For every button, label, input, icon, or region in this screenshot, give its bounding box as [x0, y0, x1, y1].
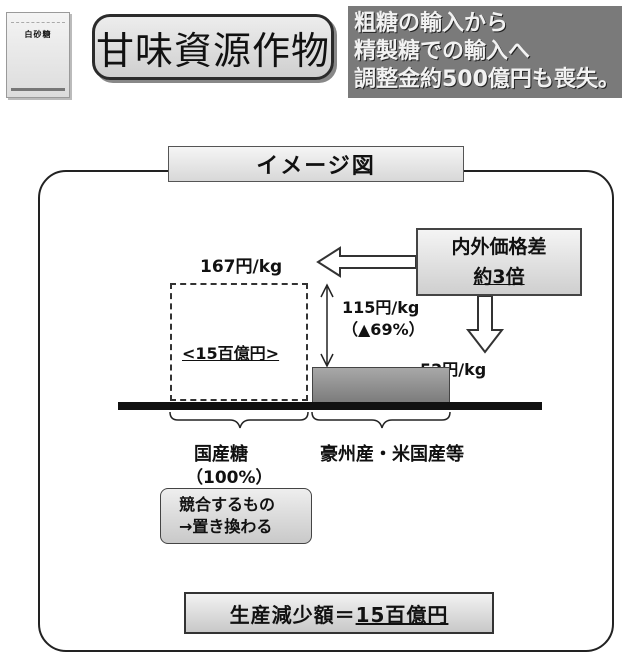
result-text: 生産減少額＝ [229, 602, 356, 627]
domestic-price-label: 167円/kg [200, 257, 283, 277]
domestic-value-label: <15百億円> [182, 344, 280, 363]
domestic-sugar-label: 国産糖 [194, 444, 248, 465]
headline-box: 粗糖の輸入から 精製糖での輸入へ 調整金約500億円も喪失。 [348, 6, 622, 98]
domestic-value-box [170, 283, 308, 401]
bag-top-seam [11, 16, 65, 23]
bag-bottom-band [11, 88, 65, 91]
import-bar [312, 367, 450, 403]
price-gap-line-2: 約3倍 [473, 266, 525, 288]
price-gap-box: 内外価格差 約3倍 [416, 228, 582, 296]
domestic-bracket [169, 411, 309, 429]
domestic-share-label: （100%） [186, 468, 273, 488]
headline-line-1: 粗糖の輸入から [354, 11, 509, 36]
import-origin-label: 豪州産・米国産等 [320, 444, 464, 465]
dimension-arrow-top [320, 283, 334, 298]
price-gap-line-1: 内外価格差 [451, 236, 547, 258]
competing-line-2: →置き換わる [179, 517, 273, 536]
down-arrow-icon [465, 295, 505, 354]
result-amount: 15百億円 [355, 602, 449, 627]
headline-line-2: 精製糖での輸入へ [354, 39, 531, 64]
result-box: 生産減少額＝15百億円 [184, 592, 494, 634]
dimension-arrow-bottom [320, 353, 334, 368]
page-title: 甘味資源作物 [92, 14, 334, 80]
left-arrow-icon [316, 246, 417, 278]
competing-box: 競合するもの →置き換わる [160, 488, 312, 544]
difference-percent-label: （▲69%） [342, 320, 425, 339]
bag-label: 白砂糖 [24, 30, 52, 39]
competing-line-1: 競合するもの [179, 495, 276, 514]
difference-label: 115円/kg [342, 298, 420, 317]
baseline [118, 402, 542, 410]
import-bracket [311, 411, 451, 429]
sugar-bag-icon: 白砂糖 [6, 12, 70, 98]
headline-line-3: 調整金約500億円も喪失。 [354, 67, 620, 92]
diagram-title: イメージ図 [168, 146, 464, 182]
